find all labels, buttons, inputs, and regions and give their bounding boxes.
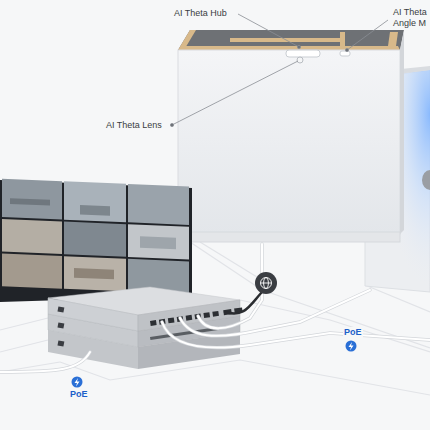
- cabinet: [340, 32, 345, 46]
- cabinet: [178, 30, 404, 242]
- network-switch: [48, 298, 138, 331]
- cables: [180, 290, 370, 336]
- monitor: [64, 256, 126, 291]
- network-switch: [150, 320, 157, 326]
- network-switch: [203, 312, 210, 318]
- poe-label: PoE: [69, 389, 89, 400]
- monitor: [2, 254, 62, 289]
- leader-lines: [170, 14, 388, 127]
- cabinet: [180, 46, 400, 50]
- leader-lines: [238, 14, 299, 47]
- cabinet: [400, 30, 404, 234]
- floor-lines: [0, 318, 48, 330]
- cables: [0, 352, 90, 372]
- leader-lines: [170, 123, 173, 126]
- ai-theta-devices: [286, 50, 350, 63]
- cables: [0, 352, 90, 372]
- callout-label: AI Theta Angle M: [393, 7, 429, 29]
- network-switch: [168, 317, 175, 323]
- monitor: [10, 198, 50, 205]
- monitor: [2, 179, 189, 294]
- monitor: [64, 222, 126, 257]
- cables: [225, 292, 262, 314]
- internet-globe-icon: [261, 278, 272, 289]
- leader-lines: [345, 48, 348, 51]
- cabinet: [230, 38, 340, 42]
- monitor: [128, 184, 189, 225]
- poe-bolt-icon: [346, 341, 357, 352]
- network-switch: [186, 315, 193, 321]
- leader-lines: [347, 20, 388, 50]
- network-switch: [150, 327, 220, 340]
- ai-theta-devices: [340, 51, 350, 56]
- cabinet: [180, 232, 400, 242]
- monitor: [0, 179, 192, 302]
- poe-bolt-icon: [75, 378, 80, 387]
- monitor: [2, 219, 62, 254]
- monitor: [2, 179, 62, 220]
- monitor: [64, 181, 126, 222]
- cabinet: [388, 32, 398, 46]
- leader-lines: [297, 45, 300, 48]
- monitor: [74, 268, 114, 279]
- cables: [180, 290, 370, 336]
- poe-bolt-icon: [349, 342, 354, 351]
- cables: [198, 244, 262, 328]
- floor-lines: [0, 340, 48, 352]
- floor-lines: [60, 360, 430, 395]
- poe-label: PoE: [343, 327, 363, 338]
- network-switch: [57, 322, 64, 328]
- callout-label: AI Theta Hub: [174, 8, 227, 19]
- cables: [0, 244, 430, 372]
- internet-globe-icon: [261, 278, 272, 289]
- network-switch: [150, 327, 220, 340]
- network-switch: [57, 340, 64, 346]
- poe-bolt-icon: [72, 377, 83, 388]
- monitor: [128, 224, 189, 259]
- cables: [198, 244, 262, 328]
- network-switch: [57, 306, 64, 312]
- poe-bolt-icon: [72, 341, 357, 388]
- internet-globe-icon: [255, 272, 277, 294]
- cabinet: [178, 50, 400, 234]
- ai-theta-devices: [286, 50, 320, 57]
- internet-globe-icon: [261, 283, 272, 284]
- monitor: [140, 236, 176, 249]
- ai-theta-devices: [297, 57, 303, 63]
- internet-globe-icon: [255, 272, 277, 294]
- callout-label: AI Theta Lens: [106, 120, 162, 131]
- monitor: [80, 205, 110, 216]
- leader-lines: [172, 61, 298, 125]
- network-switch: [212, 311, 219, 317]
- wall-panel: [422, 170, 430, 190]
